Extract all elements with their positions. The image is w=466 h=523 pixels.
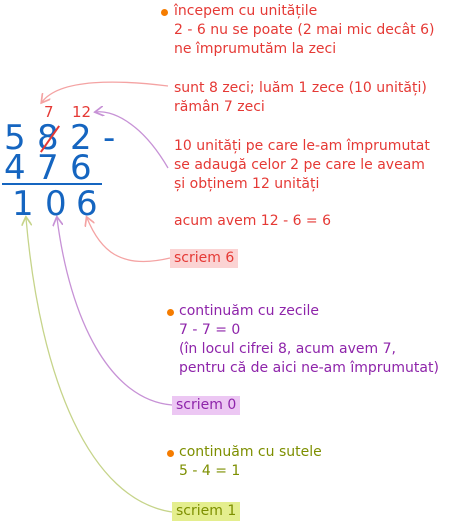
result-units-digit: 6 — [76, 184, 98, 224]
result-hundreds-digit: 1 — [12, 184, 34, 224]
subtrahend-tens-digit: 7 — [37, 148, 59, 188]
units-intro-line: 2 - 6 nu se poate (2 mai mic decât 6) — [174, 22, 435, 38]
arrow-units-info — [96, 112, 169, 169]
result-tens-digit: 0 — [45, 184, 67, 224]
tens-note-line: 7 - 7 = 0 — [179, 322, 241, 338]
write-tens-label: scriem 0 — [172, 396, 241, 415]
units-intro-line: începem cu unitățile — [174, 3, 318, 19]
units-computation: acum avem 12 - 6 = 6 — [174, 213, 332, 229]
result-divider-line — [2, 183, 102, 185]
units-info-line: se adaugă celor 2 pe care le aveam — [174, 157, 425, 173]
units-info-line: 10 unități pe care le-am împrumutat — [174, 138, 430, 154]
subtrahend-hundreds-digit: 4 — [4, 148, 26, 188]
hundreds-note-line: 5 - 4 = 1 — [179, 463, 241, 479]
arrow-write-units — [87, 218, 171, 263]
tens-note-line: pentru că de aici ne-am împrumutat) — [179, 360, 439, 376]
tens-note-line: (în locul cifrei 8, acum avem 7, — [179, 341, 396, 357]
minuend-units-digit: 2 — [70, 118, 92, 158]
subtrahend-units-digit: 6 — [70, 148, 92, 188]
bullet-icon — [167, 450, 174, 457]
arrow-tens-info — [42, 81, 169, 102]
tens-info-line: sunt 8 zeci; luăm 1 zece (10 unități) — [174, 80, 427, 96]
tens-info-line: rămân 7 zeci — [174, 99, 265, 115]
borrowed-tens-digit: 7 — [44, 103, 54, 121]
hundreds-note-line: continuăm cu sutele — [179, 444, 322, 460]
bullet-icon — [167, 309, 174, 316]
arrow-write-tens — [57, 218, 173, 406]
write-units-label: scriem 6 — [170, 249, 239, 268]
tens-note-line: continuăm cu zecile — [179, 303, 319, 319]
bullet-icon — [161, 9, 168, 16]
units-info-line: și obținem 12 unități — [174, 176, 320, 192]
borrowed-units-number: 12 — [72, 103, 92, 121]
minuend-hundreds-digit: 5 — [4, 118, 26, 158]
minus-operator: - — [103, 118, 116, 158]
arrow-write-hundreds — [26, 218, 173, 513]
units-intro-line: ne împrumutăm la zeci — [174, 41, 337, 57]
write-hundreds-label: scriem 1 — [172, 502, 241, 521]
